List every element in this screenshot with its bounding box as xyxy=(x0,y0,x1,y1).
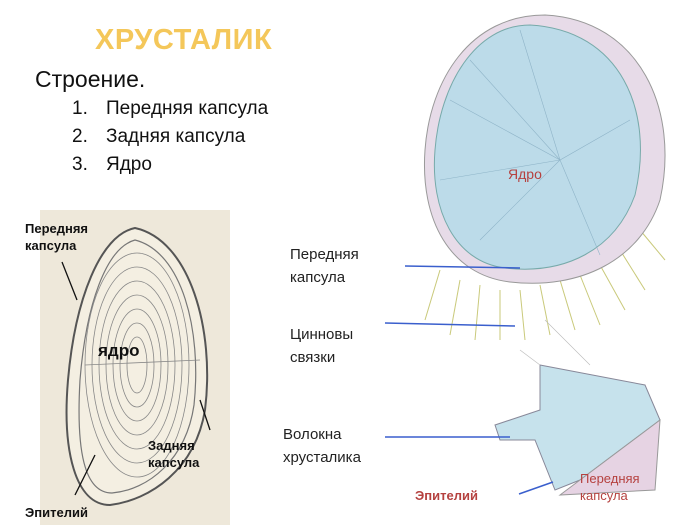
label-line: хрусталика xyxy=(283,449,361,466)
label-line: Задняя xyxy=(148,438,195,453)
list-item: 3. Ядро xyxy=(72,154,152,176)
label-line: капсула xyxy=(25,238,77,253)
label-line: Передняя xyxy=(25,221,89,236)
list-item: 1. Передняя капсула xyxy=(72,98,268,120)
label-detail-capsule: Передняя капсула xyxy=(580,470,640,504)
label-lens-fibers: Волокна хрусталика xyxy=(283,423,361,469)
label-zonules: Цинновы связки xyxy=(290,323,353,369)
label-line: Цинновы xyxy=(290,326,354,343)
list-text: Передняя капсула xyxy=(106,98,269,119)
label-epithelium-right: Эпителий xyxy=(415,488,478,503)
label-anterior-capsule-right: Передняя капсула xyxy=(290,243,359,289)
list-number: 1. xyxy=(72,98,88,119)
label-anterior-capsule-left: Передняя капсула xyxy=(25,220,88,254)
label-line: капсула xyxy=(580,488,628,503)
label-epithelium-left: Эпителий xyxy=(25,505,88,520)
lens-cross-section-drawing xyxy=(40,210,230,525)
label-nucleus-right: Ядро xyxy=(508,166,542,182)
slide-title: ХРУСТАЛИК xyxy=(95,24,273,56)
label-line: Волокна xyxy=(283,426,342,443)
list-text: Ядро xyxy=(106,154,152,175)
label-line: Передняя xyxy=(580,471,640,486)
label-line: капсула xyxy=(290,269,346,286)
list-number: 3. xyxy=(72,154,88,175)
lens-3d-drawing xyxy=(423,14,666,496)
label-nucleus-left: ядро xyxy=(98,341,140,360)
list-item: 2. Задняя капсула xyxy=(72,126,245,148)
pointer-lines xyxy=(384,265,554,495)
label-posterior-capsule-left: Задняя капсула xyxy=(148,437,199,471)
label-line: Передняя xyxy=(290,246,359,263)
section-heading: Строение. xyxy=(35,66,146,92)
list-text: Задняя капсула xyxy=(106,126,246,147)
label-line: капсула xyxy=(148,455,200,470)
label-line: связки xyxy=(290,349,336,366)
list-number: 2. xyxy=(72,126,88,147)
